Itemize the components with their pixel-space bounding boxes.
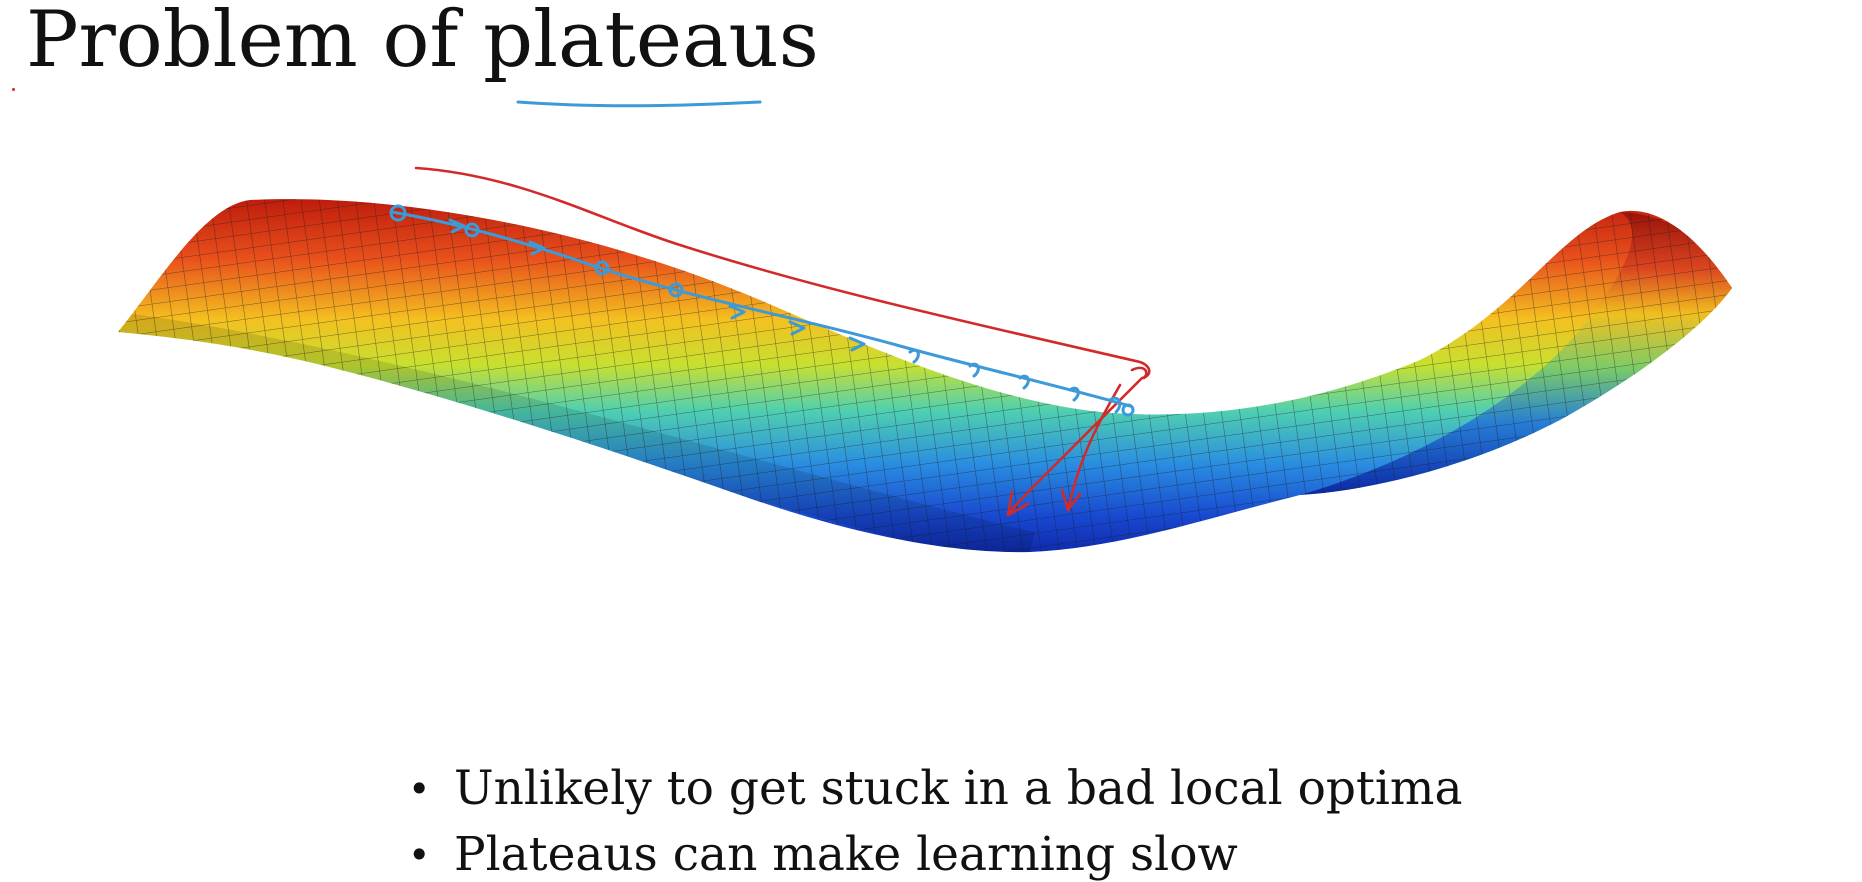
red-annotation-arrows bbox=[414, 166, 1151, 517]
slide-title: Problem of plateaus bbox=[26, 0, 819, 88]
bullet-item: • Unlikely to get stuck in a bad local o… bbox=[408, 756, 1463, 822]
bullet-item: • Plateaus can make learning slow bbox=[408, 822, 1463, 882]
bullet-list: • Unlikely to get stuck in a bad local o… bbox=[408, 756, 1463, 882]
bullet-marker: • bbox=[408, 767, 431, 811]
title-prefix: Problem of bbox=[26, 0, 484, 85]
bullet-marker: • bbox=[408, 833, 431, 877]
bullet-text: Unlikely to get stuck in a bad local opt… bbox=[454, 761, 1463, 816]
surface-mesh bbox=[118, 199, 1732, 553]
blue-gradient-descent-path bbox=[389, 204, 1135, 417]
bullet-text: Plateaus can make learning slow bbox=[454, 827, 1238, 882]
title-emphasis-word: plateaus bbox=[483, 0, 819, 85]
red-ink-dot bbox=[12, 88, 15, 91]
title-underline bbox=[516, 100, 762, 108]
